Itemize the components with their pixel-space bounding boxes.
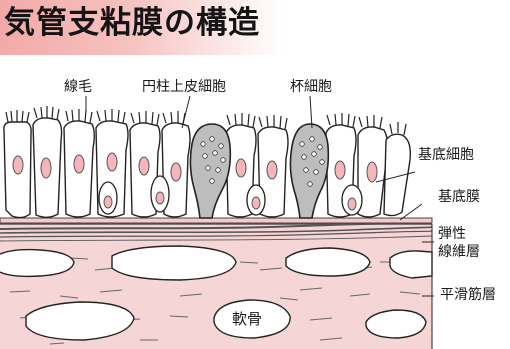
goblet-cell — [290, 124, 328, 218]
smooth-muscle-layer-label: 平滑筋層 — [440, 288, 496, 302]
elastic-fiber-layer-label: 弾性 線維層 — [438, 226, 480, 261]
columnar-epithelial-cell-label: 円柱上皮細胞 — [142, 80, 226, 94]
basal-cell-label: 基底細胞 — [418, 148, 474, 162]
basement-membrane-label: 基底膜 — [438, 190, 480, 204]
elastic-fiber-layer-label-line1: 弾性 — [438, 226, 466, 242]
epithelial-cell — [384, 134, 410, 215]
goblet-cell-label: 杯細胞 — [290, 80, 332, 94]
cartilage-label: 軟骨 — [232, 312, 262, 327]
basement-membrane — [0, 218, 432, 223]
elastic-fiber-layer-label-line2: 線維層 — [438, 244, 480, 260]
cilia-label: 線毛 — [64, 80, 92, 94]
